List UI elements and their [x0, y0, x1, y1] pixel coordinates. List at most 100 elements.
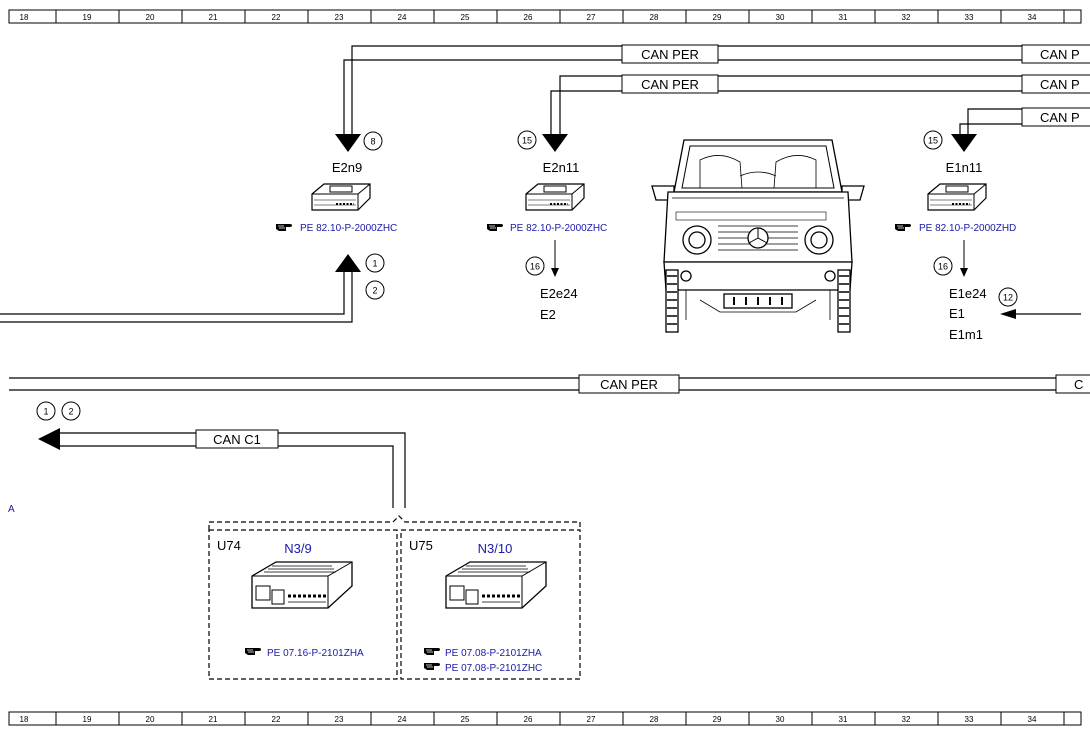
- unit-u74[interactable]: U74 N3/9 PE 07.16-P-2101ZHA: [208, 529, 398, 680]
- ruler-number: 27: [587, 715, 596, 724]
- can-c1-bus: 1 2 CAN C1 A: [8, 401, 406, 515]
- can-per-box-2: [621, 74, 719, 94]
- ruler-number: 28: [650, 13, 659, 22]
- module-label: E2n11: [543, 160, 580, 175]
- can-per-label-cut: C: [1074, 377, 1083, 392]
- module-label: E1n11: [946, 160, 983, 175]
- badge-text: 15: [928, 136, 938, 146]
- in-badge: 12: [1003, 293, 1013, 303]
- ruler-number: 33: [965, 13, 974, 22]
- ruler-number: 30: [776, 13, 785, 22]
- ruler-number: 24: [398, 715, 407, 724]
- ruler-number: 20: [146, 13, 155, 22]
- can-per-label-middle: CAN PER: [600, 377, 658, 392]
- control-unit-icon: [927, 183, 987, 211]
- ruler-number: 19: [83, 715, 92, 724]
- arrow-down-e2n9: [335, 134, 361, 152]
- output-label: E1m1: [949, 327, 983, 342]
- ruler-number: 33: [965, 715, 974, 724]
- module-label: E2n9: [332, 160, 362, 175]
- ruler-number: 32: [902, 715, 911, 724]
- engine-control-unit-icon: [444, 560, 548, 610]
- module-e2n11[interactable]: 15 E2n11 PE 82.10-P-2000ZHC 16 E2e24 E2: [486, 130, 607, 322]
- badge-b1: 1: [43, 407, 48, 417]
- badge-a1: 1: [372, 259, 377, 269]
- badge-a2: 2: [372, 286, 377, 296]
- can-per-box-5: [1021, 107, 1090, 127]
- ruler-number: 29: [713, 715, 722, 724]
- output-label: E2e24: [540, 286, 578, 301]
- reference-link[interactable]: PE 82.10-P-2000ZHD: [919, 223, 1016, 234]
- pointing-hand-icon: [894, 223, 912, 232]
- vehicle-front-icon: [651, 139, 865, 333]
- ruler-number: 18: [20, 13, 29, 22]
- can-per-box-3: [1021, 44, 1090, 64]
- pointing-hand-icon: [423, 647, 441, 656]
- module-e2n9[interactable]: 8 E2n9 PE 82.10-P-2000ZHC: [275, 131, 397, 234]
- ruler-number: 31: [839, 13, 848, 22]
- module-e1n11[interactable]: 15 E1n11 PE 82.10-P-2000ZHD 16 E1e24 E1 …: [894, 130, 1081, 342]
- can-per-label-3: CAN P: [1040, 47, 1080, 62]
- ruler-number: 29: [713, 13, 722, 22]
- can-per-bus-middle: CAN PER C: [9, 374, 1090, 394]
- control-unit-icon: [525, 183, 585, 211]
- ruler-number: 31: [839, 715, 848, 724]
- ruler-number: 19: [83, 13, 92, 22]
- ruler-number: 22: [272, 13, 281, 22]
- ruler-number: 34: [1028, 715, 1037, 724]
- can-per-box-4: [1021, 74, 1090, 94]
- can-per-label-5: CAN P: [1040, 110, 1080, 125]
- ruler-number: 22: [272, 715, 281, 724]
- reference-link[interactable]: PE 07.08-P-2101ZHC: [445, 663, 542, 674]
- unit-name[interactable]: N3/10: [478, 541, 513, 556]
- ruler-number: 24: [398, 13, 407, 22]
- reference-link[interactable]: PE 82.10-P-2000ZHC: [300, 223, 397, 234]
- badge-text: 15: [522, 136, 532, 146]
- output-label: E1: [949, 306, 965, 321]
- ruler-bottom: 18 19 20 21 22 23 24 25 26 27 28 29 30 31 32 33 34: [8, 711, 1082, 726]
- can-per-label-1: CAN PER: [641, 47, 699, 62]
- pointing-hand-icon: [244, 647, 262, 656]
- bus-into-e2n9: 1 2: [0, 253, 385, 323]
- output-label: E2: [540, 307, 556, 322]
- pointing-hand-icon: [423, 662, 441, 671]
- unit-group: [208, 515, 581, 530]
- ruler-number: 26: [524, 715, 533, 724]
- can-c1-label: CAN C1: [213, 432, 261, 447]
- arrow-left-input: [1000, 309, 1016, 319]
- ruler-number: 18: [20, 715, 29, 724]
- unit-name[interactable]: N3/9: [284, 541, 311, 556]
- ruler-number: 23: [335, 13, 344, 22]
- ruler-number: 20: [146, 715, 155, 724]
- unit-id: U74: [217, 538, 241, 553]
- arrow-up-e2n9: [335, 254, 361, 272]
- ruler-number: 26: [524, 13, 533, 22]
- ruler-number: 30: [776, 715, 785, 724]
- badge-text: 8: [370, 137, 375, 147]
- ruler-number: 28: [650, 715, 659, 724]
- reference-link[interactable]: PE 07.08-P-2101ZHA: [445, 648, 542, 659]
- unit-u75[interactable]: U75 N3/10 PE 07.08-P-2101ZHA PE 07.08-P-…: [400, 529, 581, 680]
- arrow-left-can-c1: [38, 428, 60, 450]
- out-badge: 16: [530, 262, 540, 272]
- badge-b2: 2: [68, 407, 73, 417]
- ruler-number: 21: [209, 715, 218, 724]
- unit-id: U75: [409, 538, 433, 553]
- control-unit-icon: [311, 183, 371, 211]
- can-per-bus-top: CAN PER CAN PER CAN P CAN P CAN P: [335, 44, 1090, 152]
- ruler-number: 34: [1028, 13, 1037, 22]
- ruler-number: 25: [461, 715, 470, 724]
- ruler-number: 23: [335, 715, 344, 724]
- pointing-hand-icon: [486, 223, 504, 232]
- side-letter: A: [8, 504, 15, 515]
- reference-link[interactable]: PE 82.10-P-2000ZHC: [510, 223, 607, 234]
- badge-circle: [363, 131, 383, 151]
- out-badge: 16: [938, 262, 948, 272]
- ruler-number: 32: [902, 13, 911, 22]
- pointing-hand-icon: [275, 223, 293, 232]
- ruler-number: 21: [209, 13, 218, 22]
- reference-link[interactable]: PE 07.16-P-2101ZHA: [267, 648, 364, 659]
- arrow-down-e1n11: [951, 134, 977, 152]
